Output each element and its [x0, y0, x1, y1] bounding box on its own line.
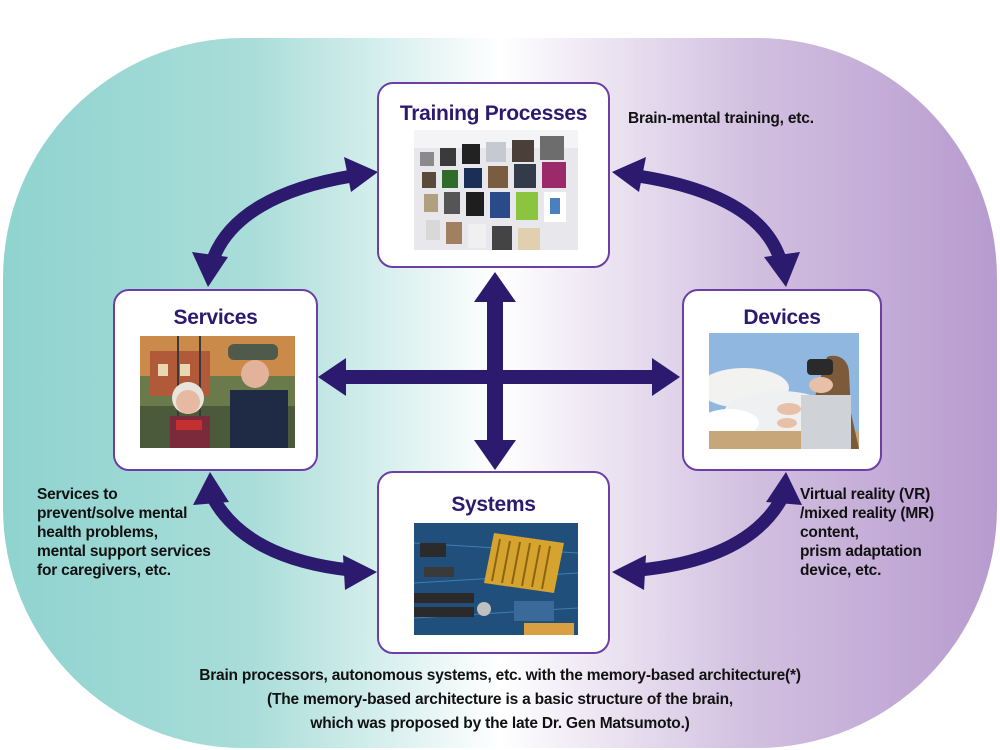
arrowhead-to-services-bottom — [193, 472, 229, 505]
devices-note: Virtual reality (VR) /mixed reality (MR)… — [800, 485, 934, 580]
arrowhead-to-services-top — [192, 252, 228, 287]
curved-arrow-devices-systems — [639, 492, 789, 577]
devices-note-line: device, etc. — [800, 562, 882, 579]
footer-line: which was proposed by the late Dr. Gen M… — [310, 715, 690, 732]
curved-arrow-training-services — [205, 169, 354, 265]
arrowhead-to-training-right — [612, 157, 646, 192]
services-note-line: Services to — [37, 486, 118, 503]
services-box: Services — [113, 289, 318, 471]
devices-note-line: prism adaptation — [800, 543, 922, 560]
services-note-line: health problems, — [37, 524, 158, 541]
training-note-line: Brain-mental training, etc. — [628, 110, 814, 127]
curved-arrow-training-devices — [636, 169, 788, 265]
systems-title: Systems — [451, 493, 536, 516]
down-arrowhead — [474, 440, 516, 470]
systems-photo — [414, 523, 578, 635]
systems-box: Systems — [377, 471, 610, 654]
services-note: Services to prevent/solve mental health … — [37, 485, 211, 580]
arrowhead-to-devices-top — [764, 252, 800, 287]
training-processes-title: Training Processes — [399, 102, 588, 125]
services-photo — [140, 336, 295, 448]
services-title: Services — [173, 306, 258, 329]
devices-note-line: content, — [800, 524, 859, 541]
curved-arrow-services-systems — [206, 492, 351, 577]
devices-photo — [709, 333, 859, 449]
training-photo — [414, 130, 578, 250]
arrowhead-to-systems-left — [343, 555, 377, 590]
vertical-arrow-shaft — [487, 298, 503, 446]
footer-line: (The memory-based architecture is a basi… — [267, 691, 733, 708]
services-note-line: prevent/solve mental — [37, 505, 188, 522]
devices-note-line: /mixed reality (MR) — [800, 505, 935, 522]
up-arrowhead — [474, 272, 516, 302]
arrowhead-to-training-left — [344, 157, 378, 192]
services-note-line: mental support services — [37, 543, 211, 560]
devices-box: Devices — [682, 289, 882, 471]
right-arrowhead — [652, 358, 680, 396]
arrowhead-to-systems-right — [612, 555, 646, 590]
footer-line: Brain processors, autonomous systems, et… — [199, 667, 801, 684]
devices-title: Devices — [743, 306, 821, 329]
training-processes-box: Training Processes — [377, 82, 610, 268]
services-note-line: for caregivers, etc. — [37, 562, 171, 579]
arrowhead-to-devices-bottom — [766, 472, 802, 505]
left-arrowhead — [318, 358, 346, 396]
footer-caption: Brain processors, autonomous systems, et… — [150, 664, 850, 736]
devices-note-line: Virtual reality (VR) — [800, 486, 931, 503]
training-note: Brain-mental training, etc. — [628, 109, 814, 128]
